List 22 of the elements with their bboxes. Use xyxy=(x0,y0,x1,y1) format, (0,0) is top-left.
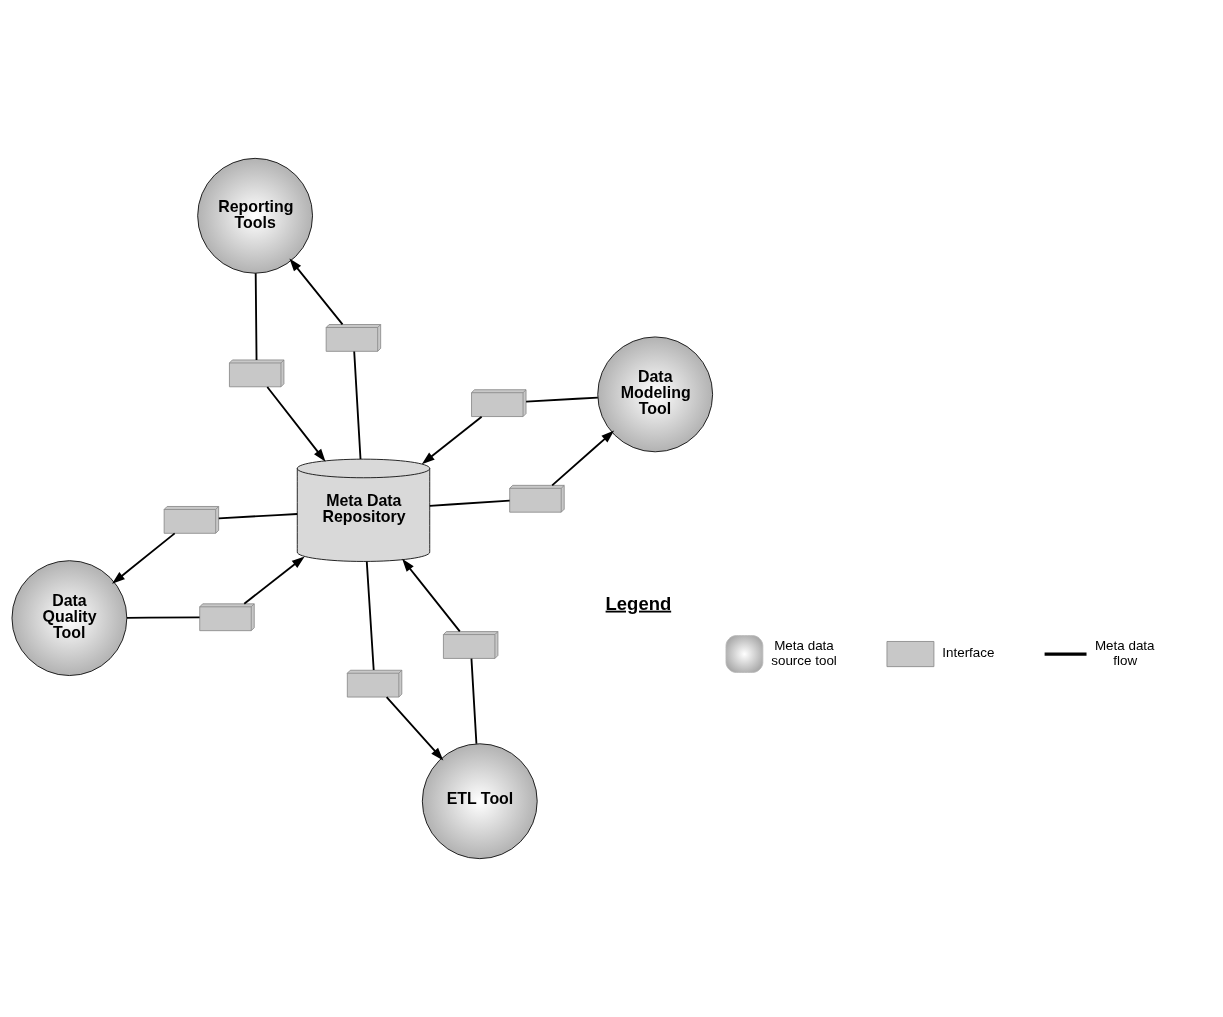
arrow xyxy=(421,415,483,465)
label: Legend xyxy=(605,592,672,614)
connector xyxy=(525,396,599,403)
legend-label: Meta data source tool xyxy=(771,637,837,668)
arrow xyxy=(551,430,615,487)
arrow xyxy=(385,696,444,761)
arrow xyxy=(289,258,344,326)
connector xyxy=(126,616,201,619)
arrow xyxy=(402,558,461,633)
node-circle: Data Modeling Tool xyxy=(597,336,714,453)
connector xyxy=(365,560,375,671)
connector xyxy=(217,513,299,520)
arrow xyxy=(266,386,326,462)
connector xyxy=(353,350,362,460)
legend-label: Interface xyxy=(942,645,995,661)
legend-label: Meta data flow xyxy=(1094,637,1155,668)
node-circle: ETL Tool xyxy=(421,743,538,860)
connector xyxy=(428,499,511,507)
arrow xyxy=(112,532,176,584)
arrow xyxy=(243,556,305,605)
connector xyxy=(470,657,478,745)
connector xyxy=(254,272,258,361)
